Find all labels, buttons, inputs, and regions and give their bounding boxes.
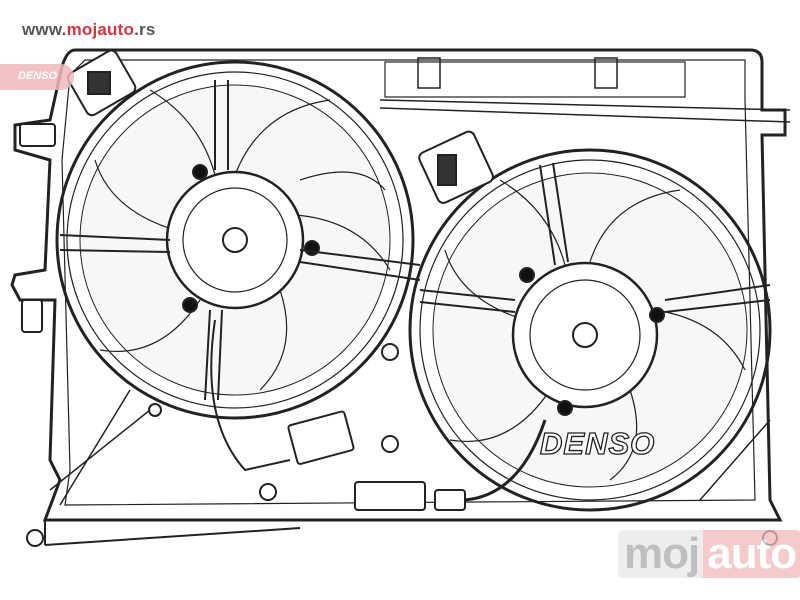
site-url-suffix: .rs: [134, 20, 156, 39]
watermark-logo: moj auto: [618, 530, 800, 578]
product-brand-label: DENSO: [539, 425, 656, 461]
left-fan: [55, 60, 421, 420]
wiring: [19, 49, 547, 511]
denso-badge: DENSO: [0, 64, 74, 90]
shroud-frame: [10, 48, 787, 522]
denso-badge-label: DENSO: [18, 70, 58, 82]
frame-inner: [61, 59, 756, 506]
watermark-part1: moj: [618, 530, 704, 578]
site-url-prefix: www.: [22, 20, 67, 39]
site-url-brand: mojauto: [66, 20, 135, 39]
site-url: www.mojauto.rs: [22, 20, 155, 40]
watermark-part2: auto: [703, 530, 800, 578]
right-fan: [408, 148, 772, 512]
